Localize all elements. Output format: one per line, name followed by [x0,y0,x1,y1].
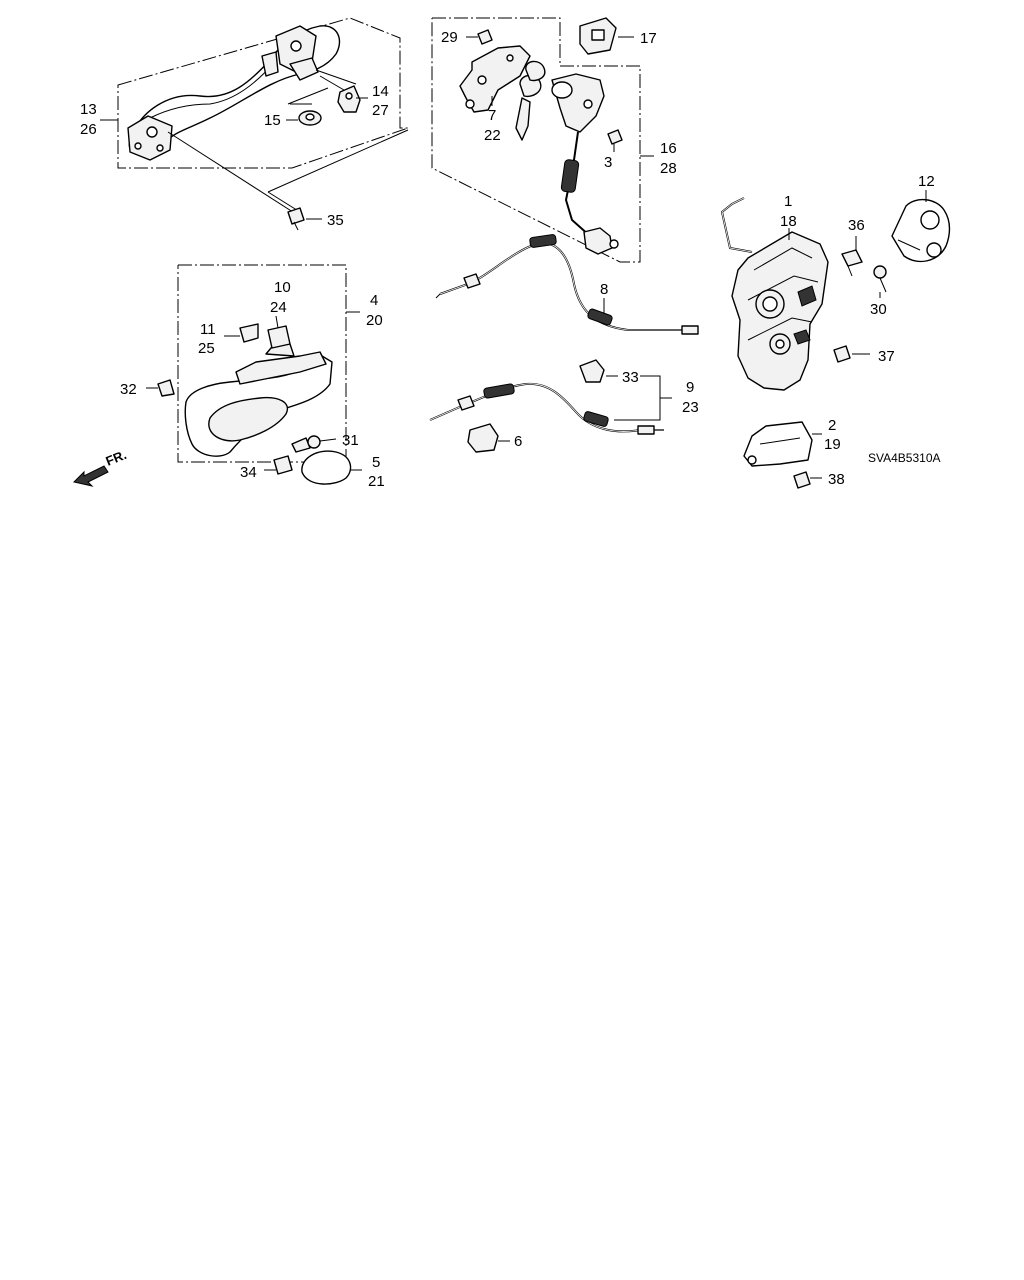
callout-28: 28 [660,160,677,177]
cable-8 [435,234,699,335]
latch-cover [743,421,822,467]
callout-22: 22 [484,127,501,144]
callout-33: 33 [622,369,639,386]
fasteners-right [793,236,887,489]
callout-21: 21 [368,473,385,490]
callout-38: 38 [828,471,845,488]
inner-handle-assembly [146,264,362,485]
callout-17: 17 [640,30,657,47]
callout-5: 5 [372,454,380,471]
callout-24: 24 [270,299,287,316]
callout-18: 18 [780,213,797,230]
callout-34: 34 [240,464,257,481]
callout-4: 4 [370,292,378,309]
callout-14: 14 [372,83,389,100]
callout-29: 29 [441,29,458,46]
callout-9: 9 [686,379,694,396]
callout-19: 19 [824,436,841,453]
callout-31: 31 [342,432,359,449]
callout-37: 37 [878,348,895,365]
callout-16: 16 [660,140,677,157]
callout-35: 35 [327,212,344,229]
cable-9 [429,359,672,453]
callout-20: 20 [366,312,383,329]
callout-2: 2 [828,417,836,434]
callout-3: 3 [604,154,612,171]
latch-assembly [720,197,829,391]
callout-23: 23 [682,399,699,416]
callout-10: 10 [274,279,291,296]
diagram-code: SVA4B5310A [868,451,941,465]
callout-27: 27 [372,102,389,119]
callout-30: 30 [870,301,887,318]
striker [891,190,951,263]
callout-32: 32 [120,381,137,398]
callout-13: 13 [80,101,97,118]
callout-25: 25 [198,340,215,357]
callout-11: 11 [200,321,216,338]
callout-26: 26 [80,121,97,138]
callout-12: 12 [918,173,935,190]
callout-labels: 13 26 14 27 15 35 29 17 7 22 3 16 28 1 1… [80,29,941,490]
callout-1: 1 [784,193,792,210]
callout-6: 6 [514,433,522,450]
outer-handle-assembly [100,17,409,231]
front-direction-label: FR. [104,447,129,469]
front-direction-arrow-icon: FR. [73,447,129,487]
key-cylinder-assembly [431,17,654,263]
callout-8: 8 [600,281,608,298]
callout-7: 7 [488,107,496,124]
callout-36: 36 [848,217,865,234]
callout-15: 15 [264,112,281,129]
